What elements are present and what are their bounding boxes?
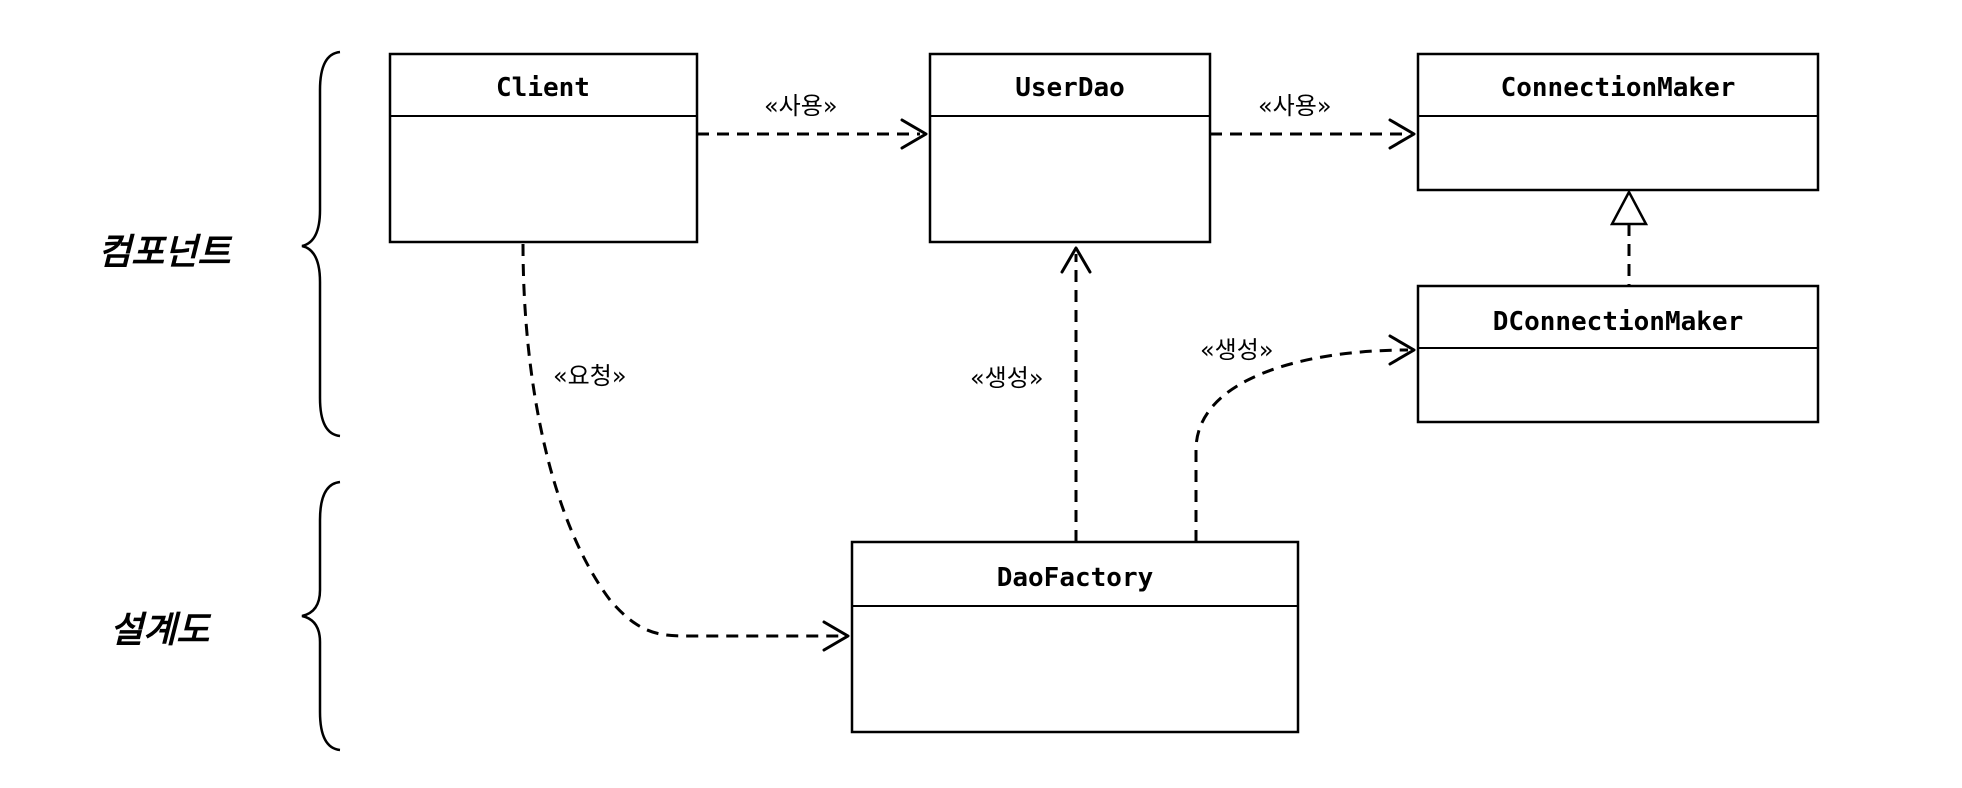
relation-factory-dconnection-maker xyxy=(1194,334,1416,542)
relation-realization xyxy=(1609,189,1649,286)
relation-client-dao-factory-label: «요청» xyxy=(553,362,627,390)
relation-factory-userdao xyxy=(1060,246,1092,542)
class-dao-factory[interactable]: DaoFactory xyxy=(850,540,1300,734)
class-dconnection-maker[interactable]: DConnectionMaker xyxy=(1416,284,1820,424)
relation-userdao-connection-maker xyxy=(1210,118,1416,150)
class-client-name: Client xyxy=(496,73,590,103)
relation-client-userdao-label: «사용» xyxy=(764,92,838,120)
class-userdao[interactable]: UserDao xyxy=(928,52,1212,244)
components-brace xyxy=(301,50,341,438)
blueprint-brace xyxy=(301,480,341,752)
class-dao-factory-name: DaoFactory xyxy=(997,563,1154,593)
relation-factory-userdao-label: «생성» xyxy=(970,364,1044,392)
relation-client-dao-factory xyxy=(521,243,850,652)
relation-client-userdao xyxy=(697,118,928,150)
class-connection-maker-name: ConnectionMaker xyxy=(1501,73,1736,103)
class-client[interactable]: Client xyxy=(388,52,699,244)
class-dconnection-maker-name: DConnectionMaker xyxy=(1493,307,1743,337)
relation-factory-dconnection-maker-label: «생성» xyxy=(1200,336,1274,364)
components-group-label: 컴포넌트 xyxy=(98,232,233,273)
blueprint-group-label: 설계도 xyxy=(110,610,212,651)
class-connection-maker[interactable]: ConnectionMaker xyxy=(1416,52,1820,192)
relation-userdao-connection-maker-label: «사용» xyxy=(1258,92,1332,120)
class-userdao-name: UserDao xyxy=(1015,73,1125,103)
